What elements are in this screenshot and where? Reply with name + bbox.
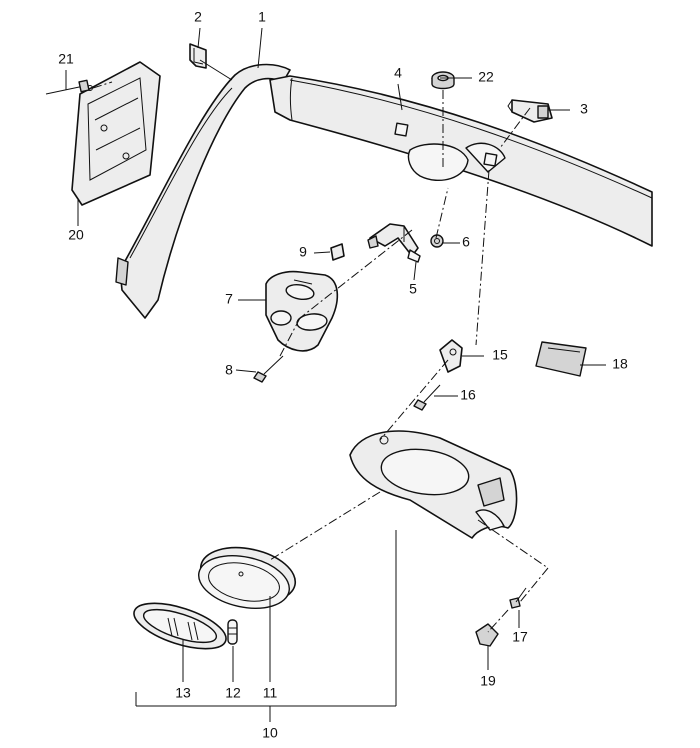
callout-8: 8: [225, 362, 233, 378]
callout-9: 9: [299, 244, 307, 260]
callout-1: 1: [258, 9, 266, 25]
part-2-clip[interactable]: [189, 43, 207, 69]
callout-18: 18: [612, 356, 628, 372]
callout-6: 6: [462, 234, 470, 250]
part-5-bracket[interactable]: [367, 223, 421, 263]
leader-lines: [65, 27, 606, 722]
callout-20: 20: [68, 227, 84, 243]
callout-17: 17: [512, 629, 528, 645]
part-19-cap[interactable]: [475, 623, 499, 647]
part-22-plug[interactable]: [431, 71, 455, 90]
part-13-lens[interactable]: [129, 594, 231, 658]
callout-4: 4: [394, 65, 402, 81]
callout-10: 10: [262, 725, 278, 741]
callout-21: 21: [58, 51, 74, 67]
part-20-interior-panel[interactable]: [71, 61, 161, 206]
callout-3: 3: [580, 101, 588, 117]
part-17-screw[interactable]: [509, 587, 527, 609]
callout-5: 5: [409, 281, 417, 297]
callout-13: 13: [175, 685, 191, 701]
callout-11: 11: [263, 685, 278, 701]
part-16-screw[interactable]: [413, 384, 441, 411]
part-12-bulb[interactable]: [227, 619, 238, 645]
callout-15: 15: [492, 347, 508, 363]
callout-12: 12: [225, 685, 241, 701]
part-6-nut[interactable]: [430, 234, 444, 248]
assembly-lines: [92, 81, 549, 633]
part-11-lamp-housing[interactable]: [194, 540, 301, 616]
part-18-pad[interactable]: [535, 341, 587, 377]
callout-labels: 1 2 3 4 22 21 20 9 6 5 7 8 15 16 18 17 1…: [58, 9, 628, 741]
callout-16: 16: [460, 387, 476, 403]
callout-22: 22: [478, 69, 494, 85]
callout-2: 2: [194, 9, 202, 25]
part-7-console-housing[interactable]: [265, 270, 339, 352]
part-21-screw[interactable]: [45, 79, 90, 95]
callout-19: 19: [480, 673, 496, 689]
part-9-block[interactable]: [330, 243, 345, 261]
callout-7: 7: [225, 291, 233, 307]
overhead-console-body[interactable]: [349, 430, 518, 539]
part-3-clip[interactable]: [507, 99, 553, 123]
part-8-screw[interactable]: [253, 355, 284, 383]
part-4-roof-crossmember[interactable]: [269, 75, 653, 247]
part-15-bracket[interactable]: [439, 339, 463, 373]
